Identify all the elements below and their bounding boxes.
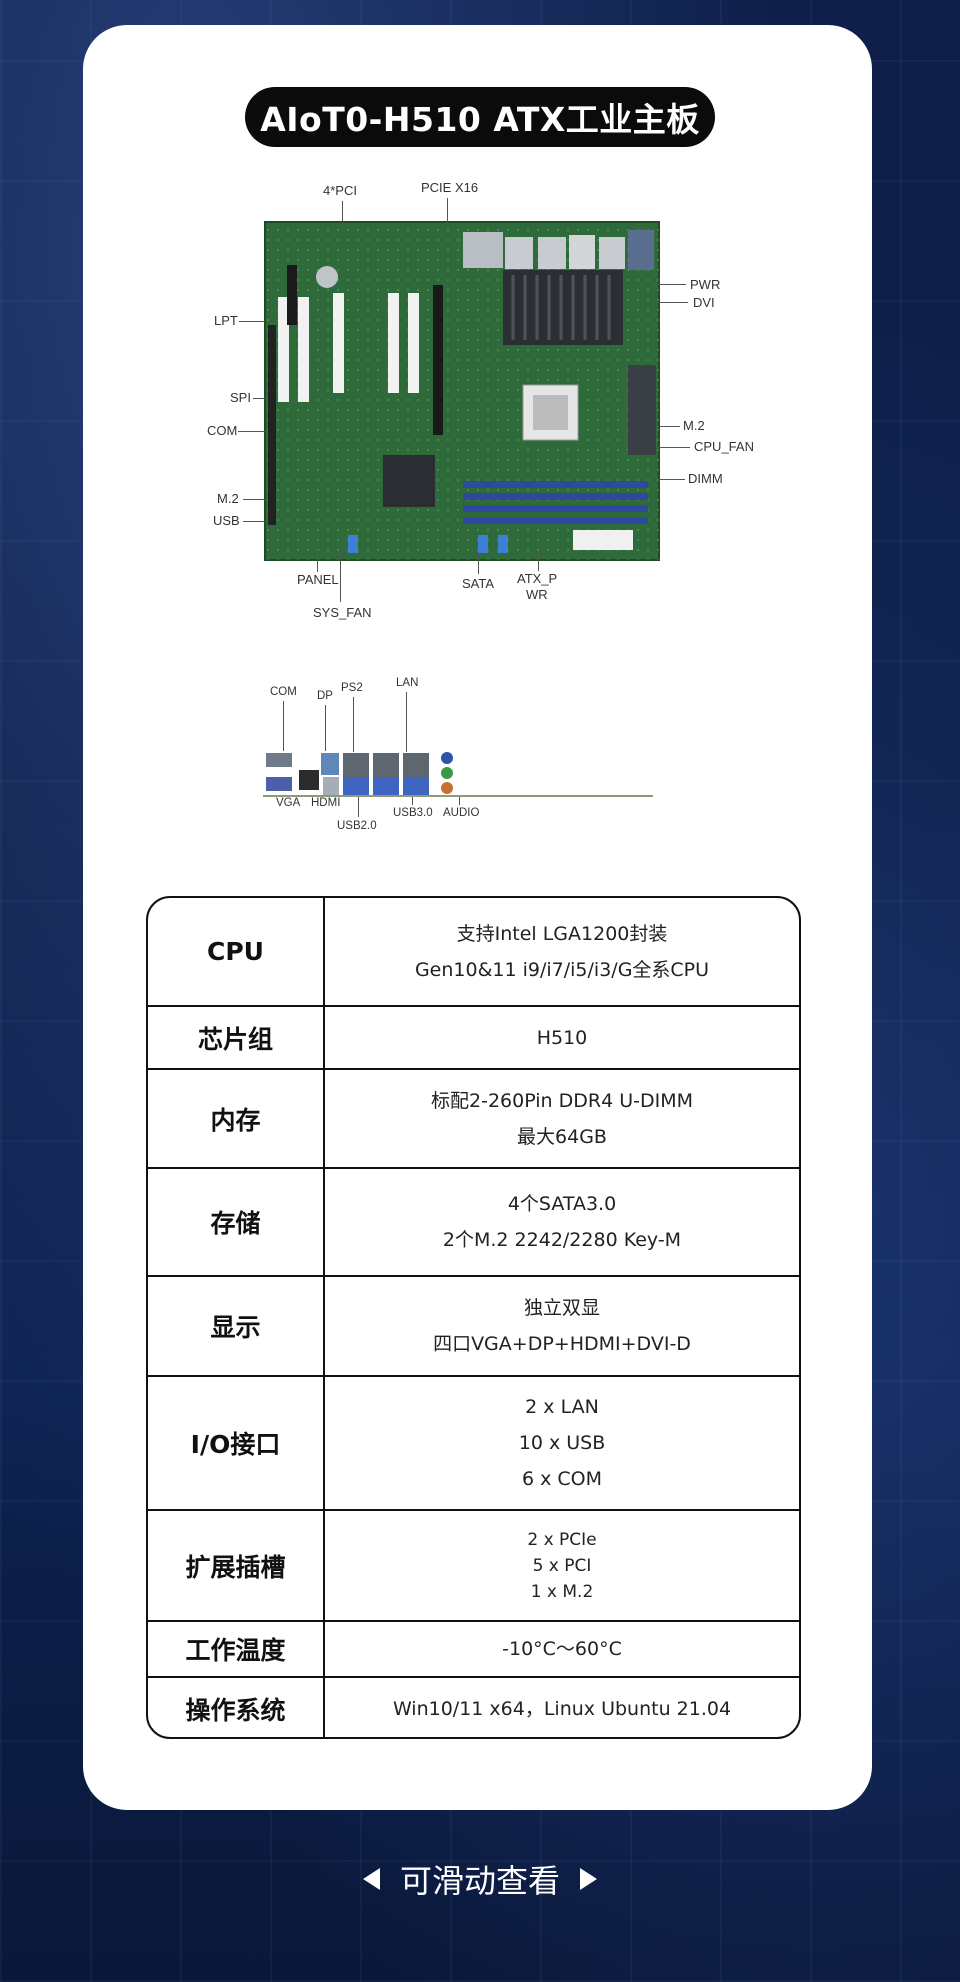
spec-value-line: 4个SATA3.0 xyxy=(507,1193,617,1215)
spec-key: 芯片组 xyxy=(148,1007,325,1068)
spec-row-os: 操作系统 Win10/11 x64，Linux Ubuntu 21.04 xyxy=(148,1676,799,1737)
spec-value-line: Gen10&11 i9/i7/i5/i3/G全系CPU xyxy=(414,958,710,981)
spec-key: CPU xyxy=(148,898,325,1005)
spec-value-line: 标配2-260Pin DDR4 U-DIMM xyxy=(431,1089,693,1112)
spec-key: I/O接口 xyxy=(148,1377,325,1509)
label-pwr: PWR xyxy=(690,277,721,292)
spec-value: 4个SATA3.0 2个M.2 2242/2280 Key-M xyxy=(325,1169,799,1275)
spec-row-io: I/O接口 2 x LAN 10 x USB 6 x COM xyxy=(148,1375,799,1509)
spec-table: CPU 支持Intel LGA1200封装 Gen10&11 i9/i7/i5/… xyxy=(146,896,801,1739)
label-atx-pwr-1: ATX_P xyxy=(517,571,558,586)
label-atx-pwr-2: WR xyxy=(526,587,548,602)
spec-value-line: 10 x USB xyxy=(518,1432,606,1454)
spec-value: Win10/11 x64，Linux Ubuntu 21.04 xyxy=(325,1678,799,1737)
label-io-ps2: PS2 xyxy=(341,682,363,694)
label-panel: PANEL xyxy=(297,572,339,587)
spec-value-line: 5 x PCI xyxy=(532,1555,592,1576)
arrow-right-icon[interactable] xyxy=(580,1868,597,1890)
product-card: AIoT0-H510 ATX工业主板 xyxy=(83,25,872,1810)
label-lpt: LPT xyxy=(214,313,238,328)
spec-value-line: 支持Intel LGA1200封装 xyxy=(456,922,668,945)
spec-value-line: 2个M.2 2242/2280 Key-M xyxy=(442,1229,682,1251)
spec-key: 工作温度 xyxy=(148,1622,325,1676)
spec-value: 独立双显 四口VGA+DP+HDMI+DVI-D xyxy=(325,1277,799,1375)
spec-row-cpu: CPU 支持Intel LGA1200封装 Gen10&11 i9/i7/i5/… xyxy=(148,898,799,1005)
rear-io-image xyxy=(263,752,653,797)
label-io-dp: DP xyxy=(317,690,333,702)
label-io-vga: VGA xyxy=(276,797,301,809)
spec-row-storage: 存储 4个SATA3.0 2个M.2 2242/2280 Key-M xyxy=(148,1167,799,1275)
scroll-hint-label: 可滑动查看 xyxy=(399,1862,560,1900)
spec-value-line: 2 x PCIe xyxy=(527,1529,597,1550)
label-usb: USB xyxy=(213,513,240,528)
motherboard-image xyxy=(263,221,660,797)
label-io-usb30: USB3.0 xyxy=(393,807,433,819)
label-cpu-fan: CPU_FAN xyxy=(694,439,754,454)
spec-key: 扩展插槽 xyxy=(148,1511,325,1620)
spec-value-line: 2 x LAN xyxy=(525,1396,599,1418)
spec-value: 2 x PCIe 5 x PCI 1 x M.2 xyxy=(325,1511,799,1620)
spec-value: H510 xyxy=(325,1007,799,1068)
spec-key: 操作系统 xyxy=(148,1678,325,1737)
spec-key: 存储 xyxy=(148,1169,325,1275)
spec-value-line: 最大64GB xyxy=(517,1125,607,1148)
label-io-usb20: USB2.0 xyxy=(337,820,377,832)
spec-value-line: 1 x M.2 xyxy=(530,1581,594,1602)
label-spi: SPI xyxy=(230,390,251,405)
spec-key: 显示 xyxy=(148,1277,325,1375)
spec-value: 标配2-260Pin DDR4 U-DIMM 最大64GB xyxy=(325,1070,799,1167)
spec-row-display: 显示 独立双显 四口VGA+DP+HDMI+DVI-D xyxy=(148,1275,799,1375)
spec-row-chipset: 芯片组 H510 xyxy=(148,1005,799,1068)
spec-value: 支持Intel LGA1200封装 Gen10&11 i9/i7/i5/i3/G… xyxy=(325,898,799,1005)
label-io-com: COM xyxy=(270,686,297,698)
spec-row-expansion: 扩展插槽 2 x PCIe 5 x PCI 1 x M.2 xyxy=(148,1509,799,1620)
product-title: AIoT0-H510 ATX工业主板 xyxy=(245,87,715,147)
spec-value-line: -10°C～60°C xyxy=(502,1638,622,1660)
label-dimm: DIMM xyxy=(688,471,723,486)
label-pcie: PCIE X16 xyxy=(421,180,479,195)
label-sys-fan: SYS_FAN xyxy=(313,605,372,620)
label-io-lan: LAN xyxy=(396,677,419,689)
spec-value-line: H510 xyxy=(536,1026,588,1049)
label-io-hdmi: HDMI xyxy=(311,797,341,809)
label-dvi: DVI xyxy=(693,295,715,310)
spec-row-temperature: 工作温度 -10°C～60°C xyxy=(148,1620,799,1676)
spec-value-line: 独立双显 xyxy=(523,1297,600,1319)
label-m2-right: M.2 xyxy=(683,418,705,433)
spec-value-line: 四口VGA+DP+HDMI+DVI-D xyxy=(433,1333,691,1355)
label-sata: SATA xyxy=(462,576,495,591)
arrow-left-icon[interactable] xyxy=(362,1868,380,1890)
scroll-hint[interactable]: 可滑动查看 xyxy=(0,1844,960,1914)
label-m2-left: M.2 xyxy=(217,491,239,506)
label-pci: 4*PCI xyxy=(323,183,357,198)
spec-value: -10°C～60°C xyxy=(325,1622,799,1676)
spec-value-line: Win10/11 x64，Linux Ubuntu 21.04 xyxy=(392,1697,732,1720)
spec-value-line: 6 x COM xyxy=(521,1468,603,1490)
motherboard-diagram: 4*PCI PCIE X16 PWR DVI LPT SPI COM M.2 C… xyxy=(83,25,872,885)
spec-key: 内存 xyxy=(148,1070,325,1167)
label-io-audio: AUDIO xyxy=(443,807,480,819)
label-com: COM xyxy=(207,423,238,438)
spec-row-memory: 内存 标配2-260Pin DDR4 U-DIMM 最大64GB xyxy=(148,1068,799,1167)
spec-value: 2 x LAN 10 x USB 6 x COM xyxy=(325,1377,799,1509)
